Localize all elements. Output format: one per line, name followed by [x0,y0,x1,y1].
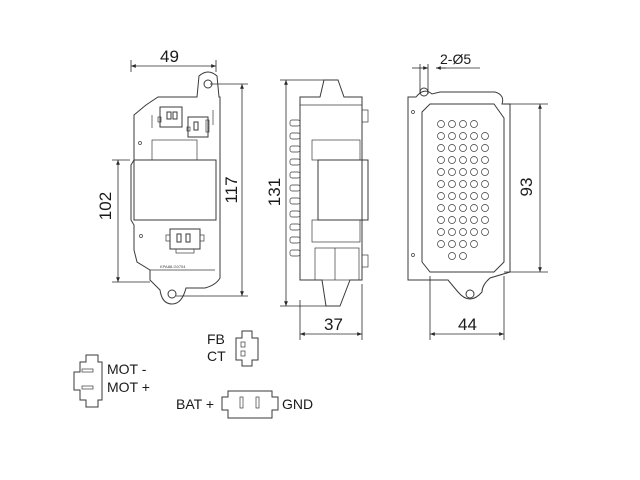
back-view [407,87,511,300]
gnd-pin [255,396,260,409]
front-view: KPA88-G0704 [130,71,221,305]
fb-label: FB [207,331,225,347]
dimension-37: 37 [299,284,363,340]
part-marking: KPA88-G0704 [160,264,186,269]
side-view-tab [361,254,369,268]
dimension-93-label: 93 [517,178,536,197]
mot-minus-pin [81,368,94,373]
bat-plus-label: BAT + [176,396,214,412]
connector-mot: MOT - MOT + [73,354,150,408]
dimension-102: 102 [96,159,150,283]
back-view-dot [411,110,415,114]
side-view-body [317,159,369,221]
front-view-dot [138,141,142,145]
connector-bat-gnd: BAT + GND [176,390,313,419]
lower-connector [165,228,205,254]
side-view-fins [289,119,301,257]
dimension-49-label: 49 [160,47,179,66]
dimension-131: 131 [265,79,326,307]
side-view-lower-block [314,247,360,281]
ct-pin [240,350,246,357]
dimension-102-label: 102 [96,192,115,220]
connector-fb-ct-outline [235,330,259,367]
dimension-hole-spec: 2-Ø5 [412,51,480,94]
pin-grid [437,120,489,260]
dimension-37-label: 37 [324,315,343,334]
gnd-label: GND [282,396,313,412]
dimension-117-label: 117 [222,176,241,203]
front-view-upper-boss [151,139,198,161]
back-mounting-hole-bottom [465,289,475,299]
connector-mot-outline [73,354,103,408]
mot-plus-label: MOT + [107,379,150,395]
ct-label: CT [207,348,226,364]
side-view-outline [299,79,363,307]
dimension-131-label: 131 [265,178,284,206]
side-view [289,79,369,307]
mounting-hole-bottom [167,289,177,299]
front-view-outline [130,71,221,305]
bat-pin [239,396,244,409]
upper-connector-left [157,106,183,128]
side-view-boss [311,139,361,161]
front-view-center-body [133,159,217,221]
fb-pin [240,341,246,348]
back-view-dot [411,253,415,257]
upper-connector-right [186,116,210,138]
dimension-44-label: 44 [458,315,477,334]
back-view-outline [407,90,511,300]
mot-plus-pin [81,385,94,390]
mot-minus-label: MOT - [107,361,147,377]
heat-sink [421,103,505,273]
dimension-49: 49 [130,47,217,72]
connector-bat-gnd-outline [221,390,279,419]
dimension-93: 93 [504,103,548,273]
connector-fb-ct: FB CT [207,330,259,367]
dimension-44: 44 [429,276,505,340]
side-view-boss [311,219,361,243]
dimension-117: 117 [176,83,248,297]
side-view-tab [361,109,369,123]
dimension-hole-spec-label: 2-Ø5 [440,51,471,67]
front-view-dot [139,234,143,238]
